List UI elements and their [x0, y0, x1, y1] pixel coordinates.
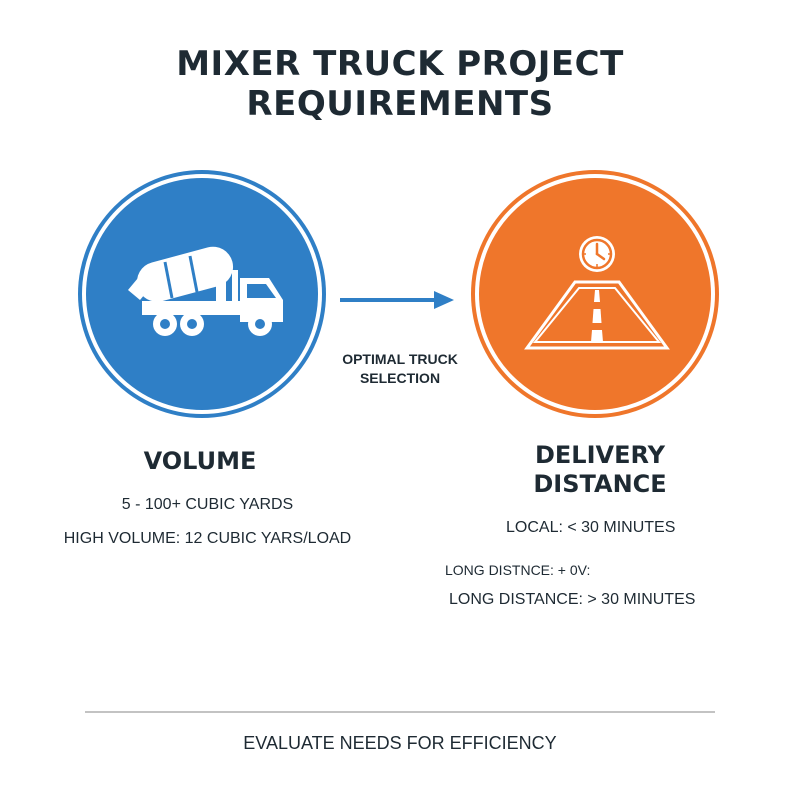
distance-illustration [524, 236, 670, 350]
mixer-truck-icon [128, 246, 283, 336]
connector-label: OPTIMAL TRUCK SELECTION [322, 350, 478, 388]
distance-detail-long-alt: LONG DISTNCE: + 0V: [445, 562, 591, 578]
page-title: MIXER TRUCK PROJECT REQUIREMENTS [0, 44, 800, 124]
road-icon [524, 280, 670, 350]
volume-detail-range: 5 - 100+ CUBIC YARDS [121, 496, 294, 513]
distance-heading-line-2: DISTANCE [533, 470, 667, 498]
connector-label-line-2: SELECTION [359, 370, 441, 386]
footer-divider [85, 711, 715, 713]
distance-detail-local: LOCAL: < 30 MINUTES [506, 519, 676, 536]
volume-detail-high: HIGH VOLUME: 12 CUBIC YARS/LOAD [63, 530, 352, 547]
arrow-right-icon [340, 291, 454, 309]
distance-circle [479, 178, 711, 410]
distance-detail-long: LONG DISTANCE: > 30 MINUTES [449, 591, 696, 608]
connector-label-line-1: OPTIMAL TRUCK [342, 351, 458, 367]
footer-text: EVALUATE NEEDS FOR EFFICIENCY [243, 733, 557, 753]
clock-icon [579, 236, 615, 272]
volume-circle [86, 178, 318, 410]
page-title-line-1: MIXER TRUCK PROJECT [176, 44, 624, 84]
volume-heading: VOLUME [143, 447, 257, 475]
distance-heading-line-1: DELIVERY [534, 441, 666, 469]
distance-heading: DELIVERY DISTANCE [480, 441, 720, 499]
page-title-line-2: REQUIREMENTS [246, 84, 554, 124]
